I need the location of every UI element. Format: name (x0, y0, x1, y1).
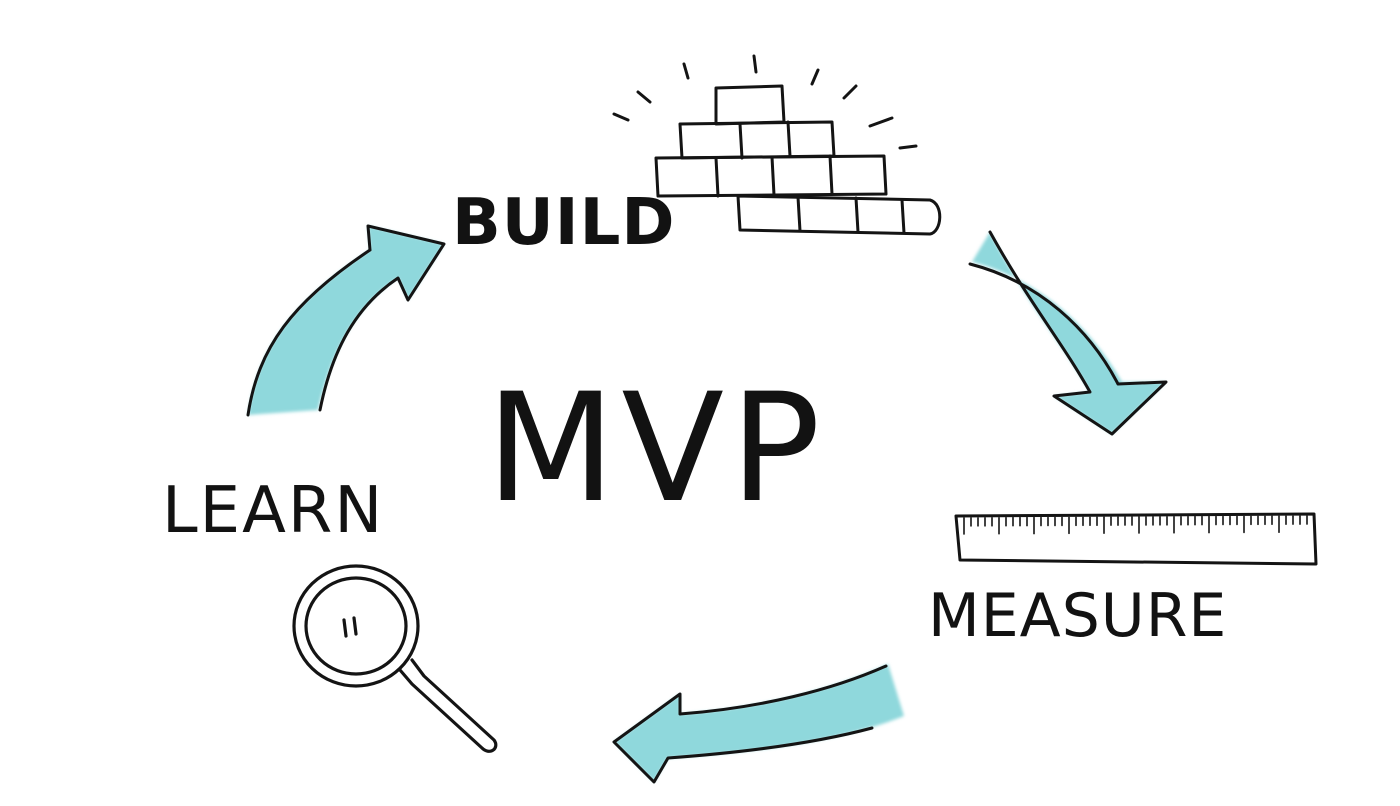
arrow-learn-to-build (246, 224, 446, 417)
arrow-learn-to-build-fill (248, 226, 444, 415)
stage-label-learn: LEARN (162, 474, 384, 548)
arrow-build-to-measure (968, 230, 1168, 436)
stage-label-build: BUILD (452, 186, 675, 260)
ruler-icon (954, 512, 1318, 566)
arrow-measure-to-learn (612, 664, 904, 784)
magnifying-glass-icon (292, 564, 498, 753)
arrow-measure-to-learn-fill (614, 664, 904, 782)
stage-label-measure: MEASURE (928, 581, 1227, 651)
center-label-mvp: MVP (486, 362, 827, 536)
arrow-build-to-measure-fill (972, 232, 1166, 434)
brick-wall-icon (612, 54, 942, 236)
